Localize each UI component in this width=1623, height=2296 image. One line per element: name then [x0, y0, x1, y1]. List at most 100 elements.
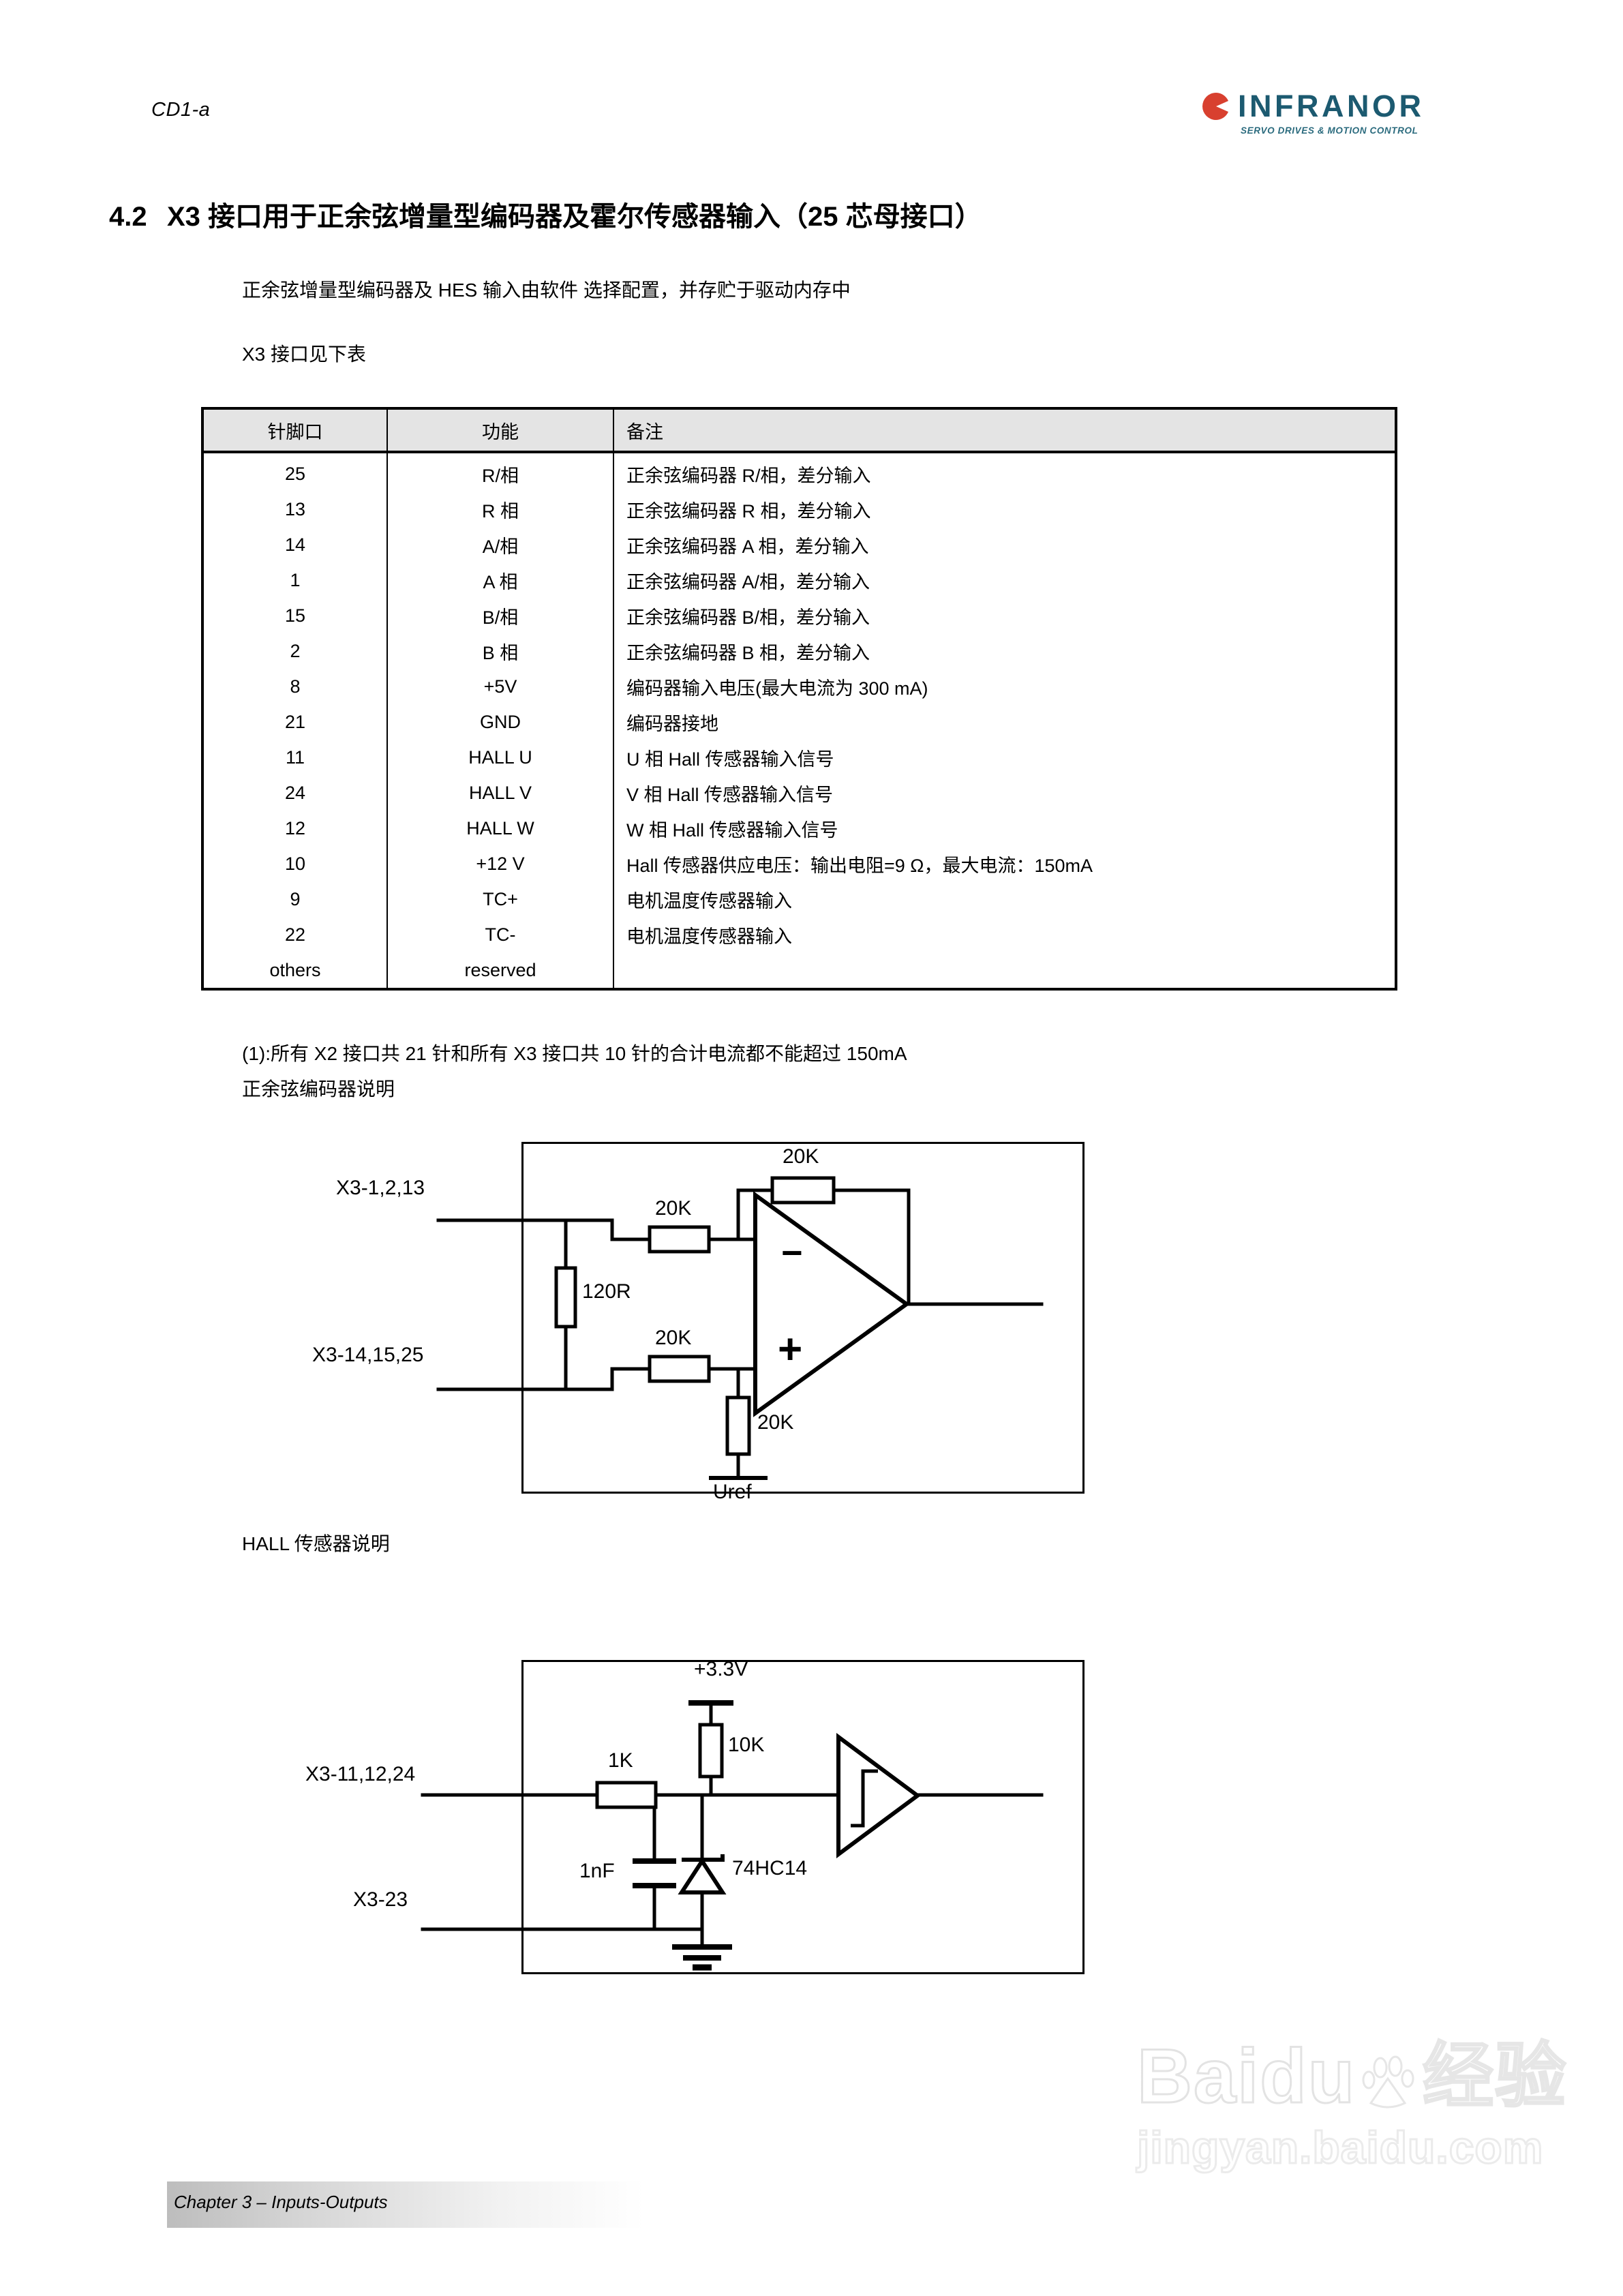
cell-function: HALL W — [387, 811, 614, 846]
cell-remark: U 相 Hall 传感器输入信号 — [626, 749, 834, 770]
cell-function: reserved — [387, 952, 614, 989]
hall-caption: HALL 传感器说明 — [242, 1533, 390, 1554]
cell-remark: 正余弦编码器 A 相，差分输入 — [626, 536, 869, 557]
cell-remark: 电机温度传感器输入 — [626, 890, 792, 911]
table-row: 8+5V 编码器输入电压(最大电流为 300 mA) — [202, 669, 1396, 704]
cell-pin: 22 — [202, 917, 388, 952]
cell-remark: W 相 Hall 传感器输入信号 — [626, 819, 838, 841]
cell-pin: 21 — [202, 704, 388, 740]
encoder-input-schematic: − + 120R 20K 20K 20K 20K Uref X3-1,2,13 … — [312, 1142, 1084, 1503]
opamp-plus-label: + — [778, 1326, 802, 1373]
footer-chapter-label: Chapter 3 – Inputs-Outputs — [174, 2192, 388, 2212]
column-header-pin: 针脚口 — [202, 408, 388, 453]
label-1nf: 1nF — [579, 1860, 615, 1882]
cell-remark: 正余弦编码器 B 相，差分输入 — [626, 642, 870, 663]
paw-print-icon — [1360, 2047, 1419, 2109]
cell-function: HALL U — [387, 740, 614, 775]
encoder-schematic-drawing: − + — [436, 1176, 1044, 1480]
cell-function: +5V — [387, 669, 614, 704]
watermark-brand: Baidu — [1136, 2034, 1356, 2119]
port-label-x3-11-12-24: X3-11,12,24 — [305, 1763, 416, 1785]
cell-pin: others — [202, 952, 388, 989]
cell-pin: 10 — [202, 846, 388, 881]
resistor-10k-pullup — [698, 1723, 724, 1779]
label-10k: 10K — [728, 1734, 765, 1756]
table-row: 10+12 V Hall 传感器供应电压：输出电阻=9 Ω，最大电流：150mA — [202, 846, 1396, 881]
cell-function: B/相 — [387, 598, 614, 633]
column-header-function: 功能 — [387, 408, 614, 453]
cell-remark: 电机温度传感器输入 — [626, 926, 792, 947]
opamp-symbol — [753, 1191, 911, 1417]
cell-remark: 编码器输入电压(最大电流为 300 mA) — [626, 678, 928, 699]
label-20k-bias: 20K — [757, 1411, 794, 1434]
opamp-minus-label: − — [781, 1233, 803, 1273]
infranor-circle-icon — [1201, 91, 1231, 121]
cell-function: A/相 — [387, 527, 614, 562]
footnote-current-limit: (1):所有 X2 接口共 21 针和所有 X3 接口共 10 针的合计电流都不… — [242, 1043, 907, 1064]
label-uref: Uref — [713, 1481, 752, 1503]
schmitt-trigger-symbol — [836, 1733, 922, 1858]
resistor-120r — [554, 1266, 577, 1329]
label-20k-inverting: 20K — [655, 1197, 692, 1220]
cell-pin: 15 — [202, 598, 388, 633]
cell-pin: 1 — [202, 562, 388, 598]
cell-pin: 25 — [202, 452, 388, 492]
resistor-1k — [595, 1781, 658, 1809]
cell-function: A 相 — [387, 562, 614, 598]
infranor-logo: INFRANOR SERVO DRIVES & MOTION CONTROL — [1201, 91, 1460, 145]
resistor-20k-noninverting — [648, 1355, 711, 1383]
zener-diode-bar — [682, 1854, 725, 1862]
resistor-20k-bias — [725, 1395, 751, 1456]
cell-pin: 9 — [202, 881, 388, 917]
zener-diode-body — [678, 1857, 727, 1894]
cell-remark: 正余弦编码器 A/相，差分输入 — [626, 571, 870, 592]
label-1k: 1K — [608, 1749, 633, 1772]
port-label-x3-14-15-25: X3-14,15,25 — [312, 1344, 424, 1366]
cell-function: R/相 — [387, 452, 614, 492]
cell-function: +12 V — [387, 846, 614, 881]
cell-remark: V 相 Hall 传感器输入信号 — [626, 784, 834, 805]
cell-pin: 14 — [202, 527, 388, 562]
footer-band — [167, 2181, 644, 2228]
infranor-wordmark: INFRANOR — [1238, 89, 1425, 123]
label-20k-feedback: 20K — [783, 1145, 819, 1168]
cell-function: B 相 — [387, 633, 614, 669]
cell-pin: 2 — [202, 633, 388, 669]
watermark-url: jingyan.baidu.com — [1136, 2121, 1544, 2174]
hysteresis-glyph — [851, 1769, 878, 1828]
cell-function: TC+ — [387, 881, 614, 917]
watermark-brand-cn: 经验 — [1422, 2037, 1568, 2116]
label-supply-3v3: +3.3V — [694, 1658, 748, 1680]
infranor-tagline: SERVO DRIVES & MOTION CONTROL — [1241, 125, 1419, 136]
label-74hc14: 74HC14 — [732, 1857, 808, 1879]
cell-remark: 正余弦编码器 R/相，差分输入 — [626, 465, 871, 486]
resistor-20k-feedback — [770, 1176, 836, 1205]
table-header-row: 针脚口 功能 备注 — [202, 408, 1396, 453]
cell-function: GND — [387, 704, 614, 740]
encoder-caption: 正余弦编码器说明 — [242, 1078, 395, 1100]
cell-remark: 编码器接地 — [626, 713, 718, 734]
column-header-remark: 备注 — [613, 408, 1396, 453]
section-number: 4.2 — [109, 202, 147, 232]
cell-pin: 12 — [202, 811, 388, 846]
cell-pin: 24 — [202, 775, 388, 811]
cell-remark: Hall 传感器供应电压：输出电阻=9 Ω，最大电流：150mA — [626, 855, 1093, 876]
cell-function: TC- — [387, 917, 614, 952]
cell-remark: 正余弦编码器 B/相，差分输入 — [626, 607, 870, 628]
hall-input-schematic: +3.3V 1K 10K 1nF 74HC14 X3-11,12,24 X3-2… — [305, 1658, 1084, 1974]
cell-pin: 8 — [202, 669, 388, 704]
